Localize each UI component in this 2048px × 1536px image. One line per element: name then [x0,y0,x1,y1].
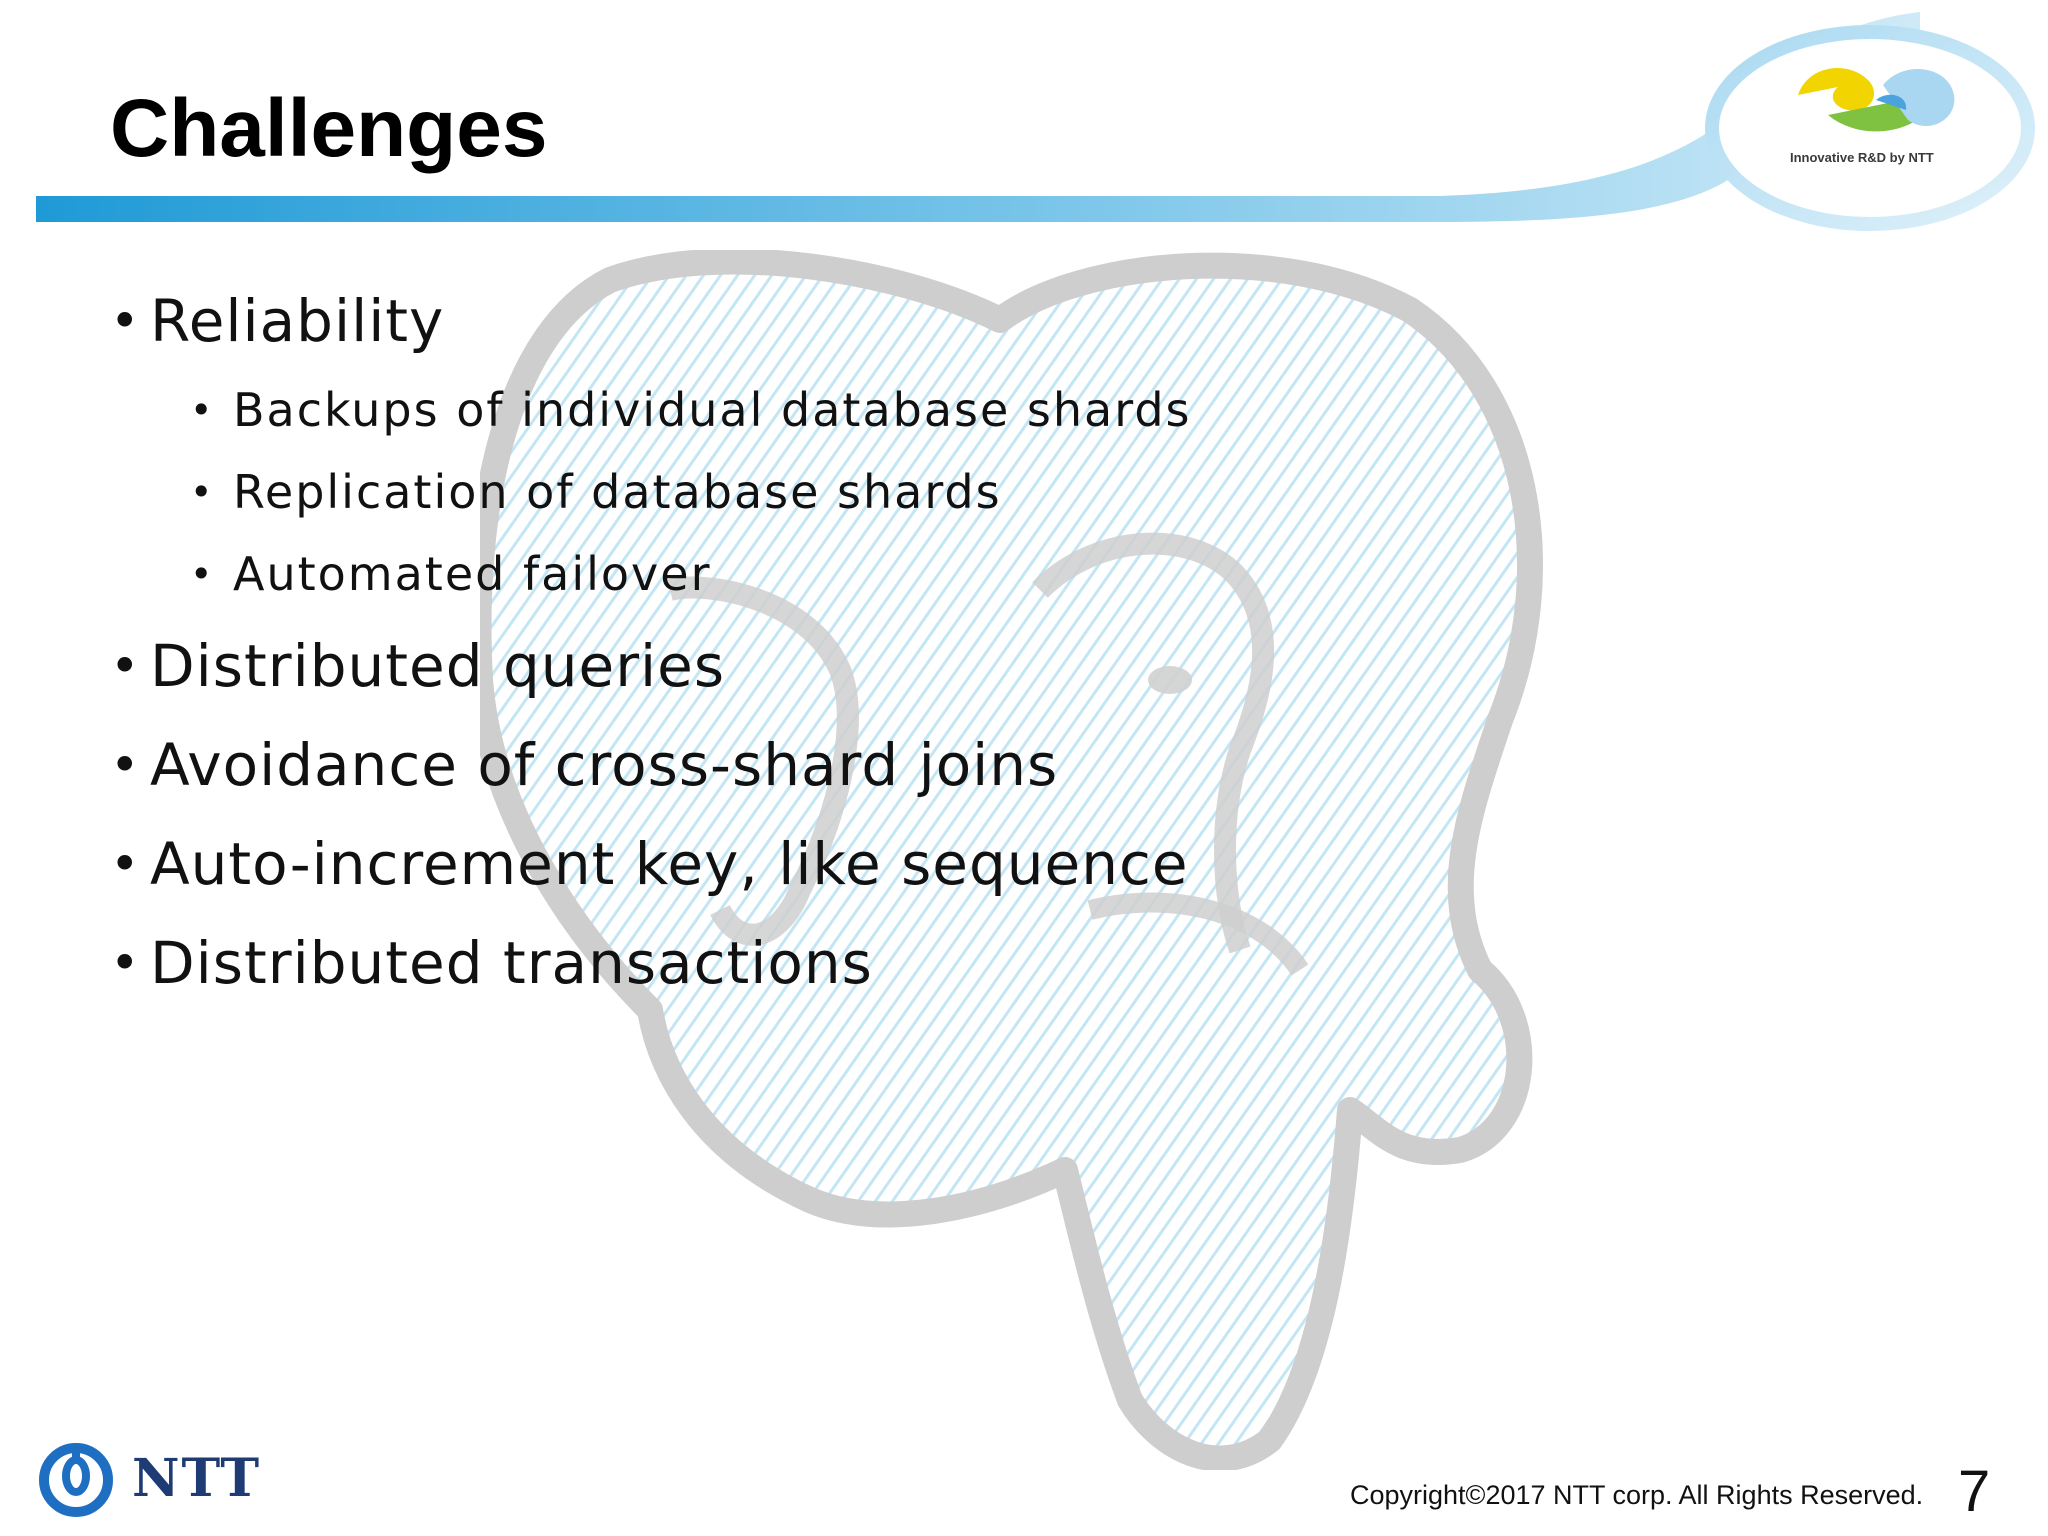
bullet-item: • Distributed transactions [110,922,1910,1021]
bullet-text: Reliability [150,287,445,355]
bullet-dot: • [110,637,141,695]
copyright-notice: Copyright©2017 NTT corp. All Rights Rese… [1350,1480,1924,1510]
sub-bullet-text: Backups of individual database shards [233,383,1192,437]
slide-title: Challenges [110,83,548,174]
bullet-list: • Reliability • Backups of individual da… [110,280,1910,1021]
bullet-dot: • [110,835,141,893]
sub-bullet-item: • Backups of individual database shards [110,379,1910,461]
innovative-rd-logo-icon [1798,68,1955,132]
elephant-watermark [480,250,1543,1470]
bullet-dot: • [190,470,215,514]
page-number: 7 [1958,1459,1991,1524]
bullet-item: • Reliability [110,280,1910,379]
bullet-dot: • [190,552,215,596]
sub-bullet-item: • Automated failover [110,543,1910,625]
sub-bullet-text: Replication of database shards [233,465,1002,519]
ntt-logo-icon [39,1443,113,1517]
bullet-item: • Avoidance of cross-shard joins [110,724,1910,823]
bullet-text: Distributed transactions [150,929,873,997]
bullet-dot: • [190,388,215,432]
bullet-dot: • [110,934,141,992]
bullet-item: • Distributed queries [110,625,1910,724]
sub-bullet-text: Automated failover [233,547,712,601]
sub-bullet-item: • Replication of database shards [110,461,1910,543]
bullet-text: Distributed queries [150,632,726,700]
bullet-dot: • [110,736,141,794]
bullet-item: • Auto-increment key, like sequence [110,823,1910,922]
ntt-brand-text: NTT [132,1448,262,1509]
bullet-text: Auto-increment key, like sequence [150,830,1189,898]
bullet-dot: • [110,292,141,350]
bullet-text: Avoidance of cross-shard joins [150,731,1059,799]
logo-caption: Innovative R&D by NTT [1790,150,1934,165]
